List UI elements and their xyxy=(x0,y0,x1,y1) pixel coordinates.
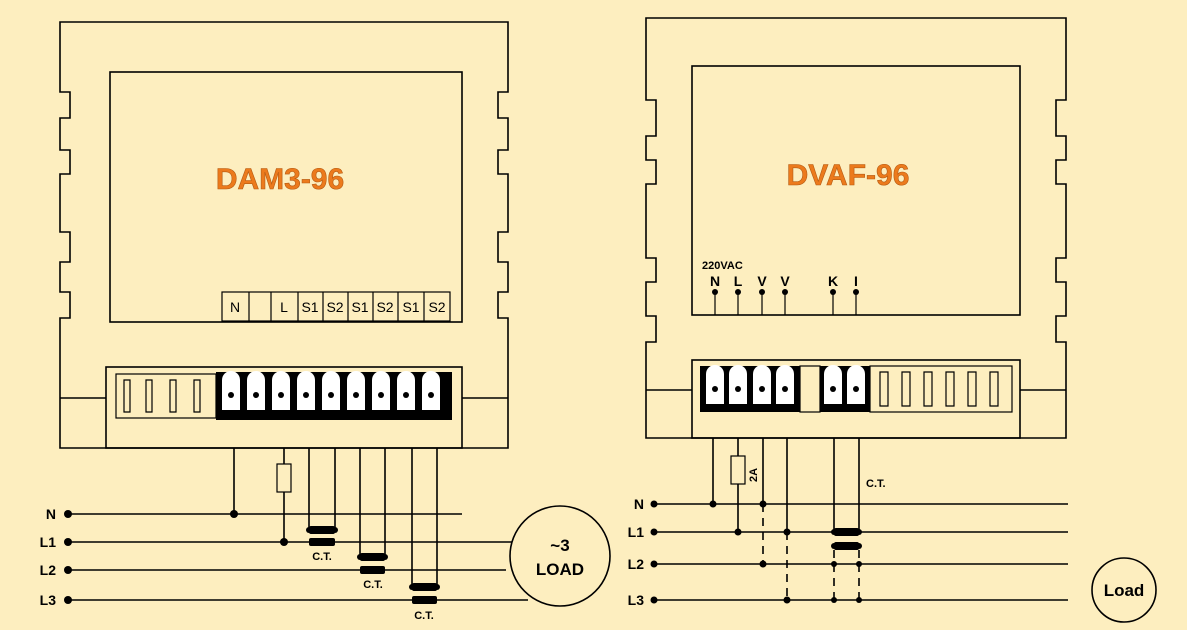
right-terminal-label: V xyxy=(757,273,767,289)
right-line-label: L2 xyxy=(628,556,645,572)
left-terminal-table xyxy=(221,291,451,322)
current-transformer-2 xyxy=(357,553,388,574)
left-empty-terminals xyxy=(115,373,217,419)
right-connector-housing xyxy=(691,359,1021,439)
left-terminal-label: S2 xyxy=(326,299,343,315)
right-wiring: N L1 L2 L3 2A xyxy=(628,438,1157,623)
right-terminal-pins xyxy=(712,289,859,315)
right-terminal-label: V xyxy=(780,273,790,289)
ct-label: C.T. xyxy=(312,551,332,563)
left-terminal-label: N xyxy=(230,299,240,315)
left-device: DAM3-96 N L S1 S2 S1 S2 S1 S2 xyxy=(59,21,509,449)
fuse-symbol xyxy=(276,463,292,493)
right-line-label: L3 xyxy=(628,592,645,608)
left-terminal-label: S1 xyxy=(351,299,368,315)
ct-label: C.T. xyxy=(363,579,383,591)
left-line-label: L2 xyxy=(40,562,57,578)
supply-label: 220VAC xyxy=(702,260,743,272)
current-transformer xyxy=(831,528,862,550)
load-symbol-label: ~3 xyxy=(550,536,569,555)
left-terminal-block xyxy=(216,371,452,420)
left-terminal-label: S1 xyxy=(301,299,318,315)
right-device-outline xyxy=(645,17,1067,439)
fuse-rating-label: 2A xyxy=(748,468,760,482)
left-display-window xyxy=(109,71,463,323)
left-line-label: N xyxy=(46,506,56,522)
left-device-outline xyxy=(59,21,509,449)
left-terminal-label: S1 xyxy=(402,299,419,315)
left-terminal-label: S2 xyxy=(376,299,393,315)
right-terminal-block-current xyxy=(820,365,870,412)
load-circle xyxy=(1091,557,1157,623)
right-terminal-block-voltage xyxy=(700,365,800,412)
left-terminal-label: S2 xyxy=(428,299,445,315)
right-device-title: DVAF-96 xyxy=(787,159,910,192)
load-label: Load xyxy=(1104,581,1145,600)
right-device: DVAF-96 220VAC N L V V K I xyxy=(645,17,1067,439)
right-terminal-label: K xyxy=(828,273,838,289)
right-terminal-labels: N L V V K I xyxy=(710,273,858,289)
right-line-label: N xyxy=(634,496,644,512)
current-transformer-3 xyxy=(409,583,440,604)
right-empty-terminals xyxy=(869,365,1013,413)
left-wiring: N L1 L2 L3 C.T. C.T. xyxy=(40,448,611,622)
fuse-symbol xyxy=(730,455,746,485)
three-phase-load xyxy=(509,505,611,607)
left-terminal-label: L xyxy=(280,299,288,315)
right-terminal-label: I xyxy=(854,273,858,289)
left-device-title: DAM3-96 xyxy=(216,163,344,196)
left-line-label: L3 xyxy=(40,592,57,608)
left-terminal-labels: N L S1 S2 S1 S2 S1 S2 xyxy=(221,291,451,322)
right-terminal-label: L xyxy=(734,273,743,289)
ct-label: C.T. xyxy=(866,478,886,490)
right-line-label: L1 xyxy=(628,524,645,540)
load-label: LOAD xyxy=(536,560,584,579)
ct-label: C.T. xyxy=(414,610,434,622)
left-line-label: L1 xyxy=(40,534,57,550)
current-transformer-1 xyxy=(306,526,338,546)
right-terminal-label: N xyxy=(710,273,720,289)
